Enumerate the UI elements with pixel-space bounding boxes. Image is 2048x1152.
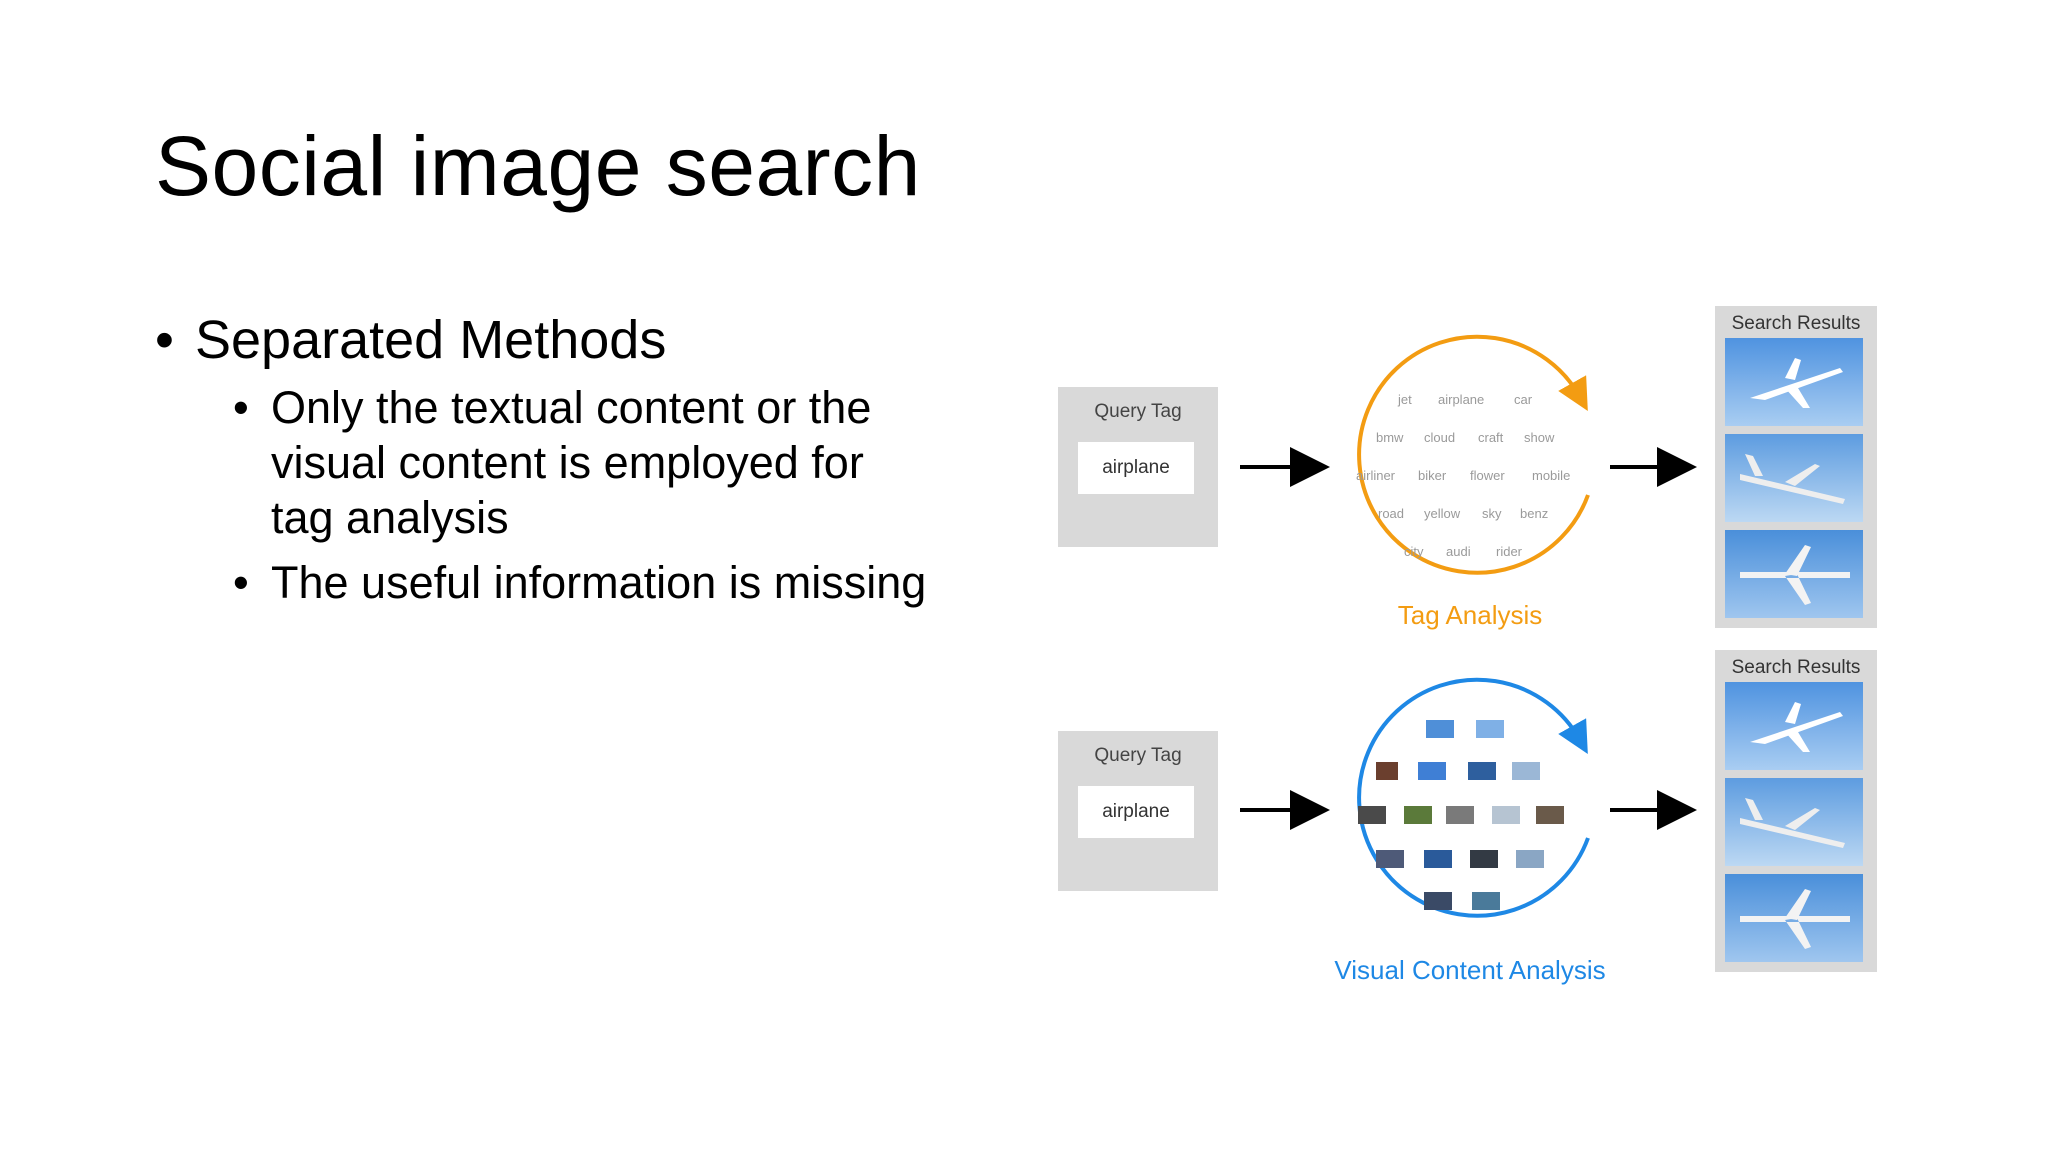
tag-word: airplane — [1438, 392, 1485, 407]
airplane-photo-icon — [1725, 434, 1863, 522]
search-results-panel: Search Results — [1715, 650, 1877, 972]
image-thumbnail — [1418, 762, 1446, 780]
tag-word: jet — [1398, 392, 1412, 407]
sub-bullet: • The useful information is missing — [233, 555, 931, 610]
tag-word: benz — [1520, 506, 1549, 521]
image-thumbnail — [1512, 762, 1540, 780]
image-thumbnail — [1472, 892, 1500, 910]
bullet-dot: • — [233, 557, 249, 608]
image-thumbnail — [1376, 850, 1404, 868]
sub-bullet-text: The useful information is missing — [271, 557, 927, 608]
search-results-title: Search Results — [1731, 657, 1861, 678]
tag-word: rider — [1496, 544, 1523, 559]
tag-word: city — [1404, 544, 1424, 559]
tag-word: craft — [1478, 430, 1504, 445]
image-thumbnail — [1492, 806, 1520, 824]
tag-word: bmw — [1376, 430, 1404, 445]
tag-word: biker — [1418, 468, 1447, 483]
tag-word: airliner — [1356, 468, 1396, 483]
image-thumbnail — [1376, 762, 1398, 780]
bullet-dot: • — [155, 310, 174, 370]
sub-bullet-text: Only the textual content or the visual c… — [271, 382, 872, 543]
image-thumbnail — [1404, 806, 1432, 824]
tag-word: sky — [1482, 506, 1502, 521]
visual-analysis-circle — [1357, 677, 1590, 918]
image-thumbnail — [1446, 806, 1474, 824]
image-thumbnail — [1426, 720, 1454, 738]
bullet-list: • Separated Methods • Only the textual c… — [155, 308, 955, 620]
tag-word: car — [1514, 392, 1533, 407]
slide-title: Social image search — [155, 119, 921, 213]
tag-word: mobile — [1532, 468, 1571, 483]
image-thumbnail — [1424, 850, 1452, 868]
tag-word: audi — [1446, 544, 1471, 559]
query-tag-panel: Query Tag airplane — [1058, 731, 1218, 891]
airplane-photo-icon — [1725, 338, 1863, 426]
airplane-photo-icon — [1725, 778, 1863, 866]
airplane-photo-icon — [1725, 874, 1863, 962]
query-tag-value: airplane — [1078, 442, 1194, 494]
search-results-panel: Search Results — [1715, 306, 1877, 628]
query-tag-title: Query Tag — [1094, 401, 1182, 422]
image-thumbnail — [1470, 850, 1498, 868]
tag-analysis-label: Tag Analysis — [1397, 600, 1543, 630]
image-thumbnail — [1516, 850, 1544, 868]
image-thumbnail — [1536, 806, 1564, 824]
search-diagram: Query Tag airplane jet airplane car bmw … — [1050, 300, 1890, 1000]
tag-word: show — [1524, 430, 1555, 445]
tag-word: cloud — [1424, 430, 1456, 445]
bullet-level1: • Separated Methods — [155, 308, 955, 372]
query-tag-value: airplane — [1078, 786, 1194, 838]
bullet-text: Separated Methods — [195, 310, 667, 370]
query-tag-title: Query Tag — [1094, 745, 1182, 766]
image-thumbnail — [1476, 720, 1504, 738]
image-thumbnail — [1424, 892, 1452, 910]
sub-bullet: • Only the textual content or the visual… — [233, 380, 931, 545]
tag-word: flower — [1470, 468, 1505, 483]
bullet-dot: • — [233, 382, 249, 433]
visual-content-analysis-label: Visual Content Analysis — [1334, 955, 1606, 985]
image-thumbnail — [1358, 806, 1386, 824]
tag-word: road — [1378, 506, 1405, 521]
search-results-title: Search Results — [1731, 313, 1861, 334]
airplane-photo-icon — [1725, 682, 1863, 770]
tag-word: yellow — [1424, 506, 1461, 521]
tag-analysis-circle — [1357, 334, 1590, 575]
query-tag-panel: Query Tag airplane — [1058, 387, 1218, 547]
airplane-photo-icon — [1725, 530, 1863, 618]
image-thumbnail — [1468, 762, 1496, 780]
sub-bullet-list: • Only the textual content or the visual… — [155, 380, 955, 610]
